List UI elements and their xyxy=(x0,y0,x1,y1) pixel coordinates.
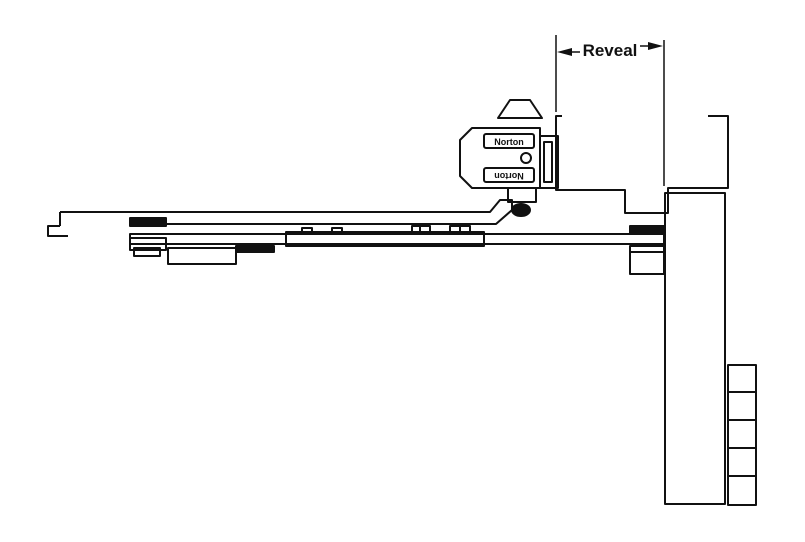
norton-label-upper: Norton xyxy=(494,137,524,147)
door-leaf xyxy=(664,192,757,506)
door-frame-header xyxy=(555,115,729,214)
shoe-bracket xyxy=(629,245,665,275)
main-arm xyxy=(47,199,513,237)
reveal-label: Reveal xyxy=(583,41,638,60)
closer-body: Norton Norton xyxy=(459,99,559,217)
norton-label-lower: Norton xyxy=(494,171,524,181)
reveal-dimension: Reveal xyxy=(555,35,665,186)
forearm-rod xyxy=(129,225,665,265)
